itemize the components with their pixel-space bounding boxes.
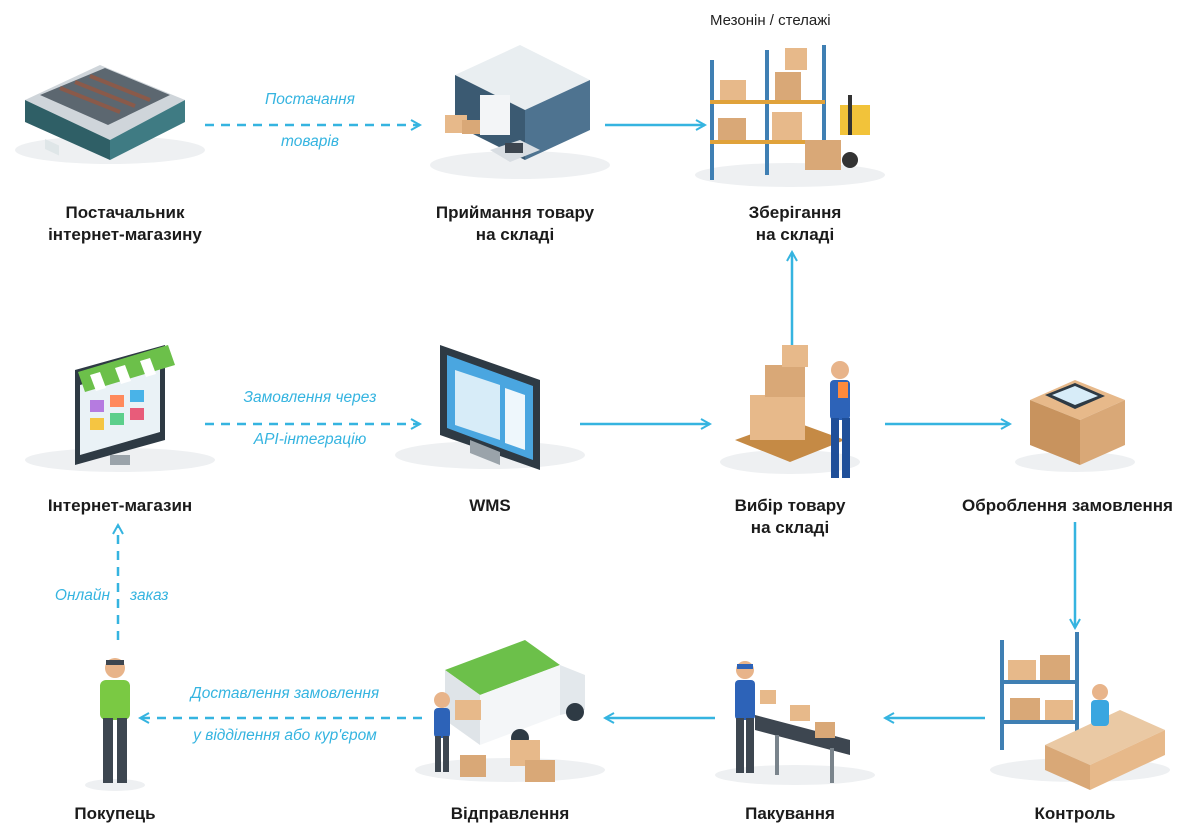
node-supplier-line2: інтернет-магазину [48,225,202,244]
node-picking-line2: на складі [750,518,830,537]
edge-online-left: Онлайн [54,587,110,604]
edge-supply-line1: Постачання [265,91,355,108]
node-packing: Пакування [730,803,850,825]
node-processing-line1: Оброблення замовлення [962,496,1173,515]
edge-order-api-line2: API-інтеграцію [253,431,367,448]
node-buyer-line1: Покупець [74,804,156,823]
node-buyer: Покупець [60,803,170,825]
wms-monitor-icon [395,345,585,470]
edge-delivery-line1: Доставлення замовлення [190,685,380,702]
node-supplier-line1: Постачальник [65,203,185,222]
buyer-person-icon [85,658,145,791]
edge-delivery-label: Доставлення замовлення у відділення або … [155,684,415,746]
node-picking: Вибір товару на складі [710,495,870,539]
node-control-line1: Контроль [1034,804,1116,823]
node-picking-line1: Вибір товару [734,496,846,515]
edge-online-right: заказ [130,587,169,604]
processing-box-icon [1015,380,1135,472]
control-desk-icon [990,632,1170,790]
node-shipping: Відправлення [435,803,585,825]
mezzanine-note: Мезонін / стелажі [710,12,831,29]
node-receiving: Приймання товару на складі [415,202,615,246]
shipping-truck-icon [415,640,605,782]
picking-worker-icon [720,345,860,478]
node-storage-line2: на складі [755,225,835,244]
receiving-warehouse-icon [430,45,610,179]
node-receiving-line2: на складі [475,225,555,244]
node-processing: Оброблення замовлення [945,495,1190,517]
storage-racks-icon [695,45,885,187]
node-shop: Інтернет-магазин [20,495,220,517]
node-shop-line1: Інтернет-магазин [47,496,193,515]
node-storage-line1: Зберігання [748,203,842,222]
node-receiving-line1: Приймання товару [435,203,595,222]
edge-supply-label: Постачання товарів [230,90,390,152]
node-wms-line1: WMS [469,496,511,515]
node-shipping-line1: Відправлення [450,804,570,823]
edge-order-api-label: Замовлення через API-інтеграцію [200,388,420,450]
node-wms: WMS [440,495,540,517]
node-packing-line1: Пакування [745,804,835,823]
supplier-building-icon [15,65,205,164]
arrows [118,125,1075,718]
edge-order-api-line1: Замовлення через [243,389,377,406]
node-storage: Зберігання на складі [720,202,870,246]
node-supplier: Постачальник інтернет-магазину [30,202,220,246]
edge-supply-line2: товарів [281,133,339,150]
edge-delivery-line2: у відділення або кур'єром [193,727,377,744]
node-control: Контроль [1020,803,1130,825]
online-shop-monitor-icon [25,345,215,472]
packing-conveyor-icon [715,661,875,785]
